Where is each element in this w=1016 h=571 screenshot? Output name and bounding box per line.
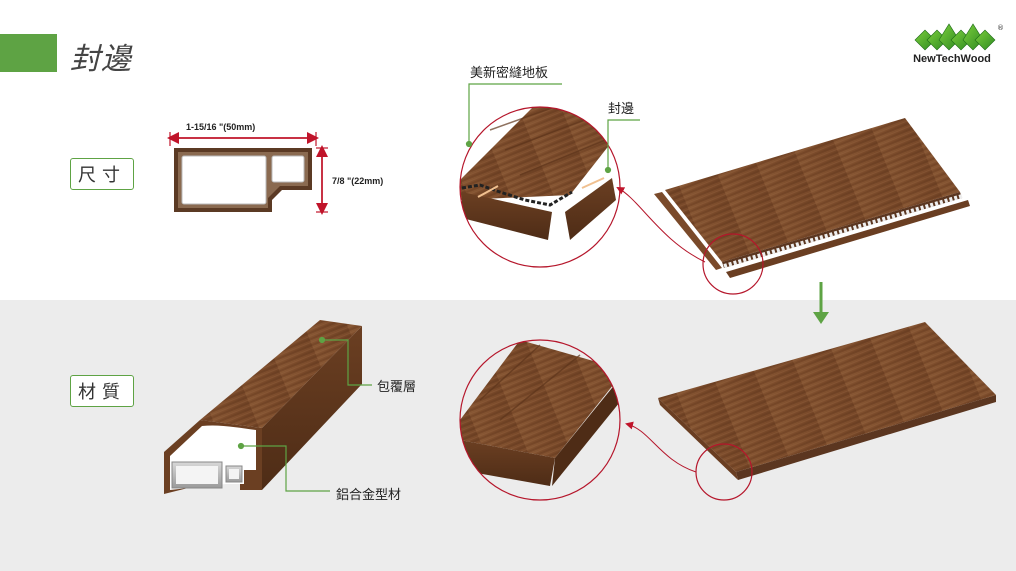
width-dimension-label: 1-15/16 "(50mm) xyxy=(186,122,256,132)
aluminum-profile-label: 鋁合金型材 xyxy=(336,488,402,503)
edge-trim-label: 封邊 xyxy=(608,102,635,117)
height-dimension-label: 7/8 "(22mm) xyxy=(332,176,384,186)
size-badge: 尺寸 xyxy=(70,158,134,190)
edge-trim-3d-model xyxy=(164,320,362,494)
finished-deck xyxy=(658,322,996,480)
profile-cross-section xyxy=(174,148,312,212)
callout-leaders xyxy=(237,83,640,492)
triple-green-diamond-logo-icon: ® xyxy=(914,23,1004,51)
connector-arrow-top xyxy=(616,187,706,263)
material-badge: 材質 xyxy=(70,375,134,407)
down-arrow-icon xyxy=(813,282,829,324)
connector-arrow-bottom xyxy=(625,421,697,473)
highlight-circle-top xyxy=(702,233,764,295)
magnified-view-bottom xyxy=(459,339,621,501)
registered-mark: ® xyxy=(997,24,1004,32)
brand-name: NewTechWood xyxy=(913,53,991,65)
deck-board-label: 美新密縫地板 xyxy=(470,66,549,81)
deck-board-assembly xyxy=(654,118,970,278)
magnified-view-top xyxy=(459,106,621,268)
title-accent-bar xyxy=(0,34,57,72)
dimension-lines xyxy=(167,132,328,215)
brand-logo: ® NewTechWood xyxy=(897,20,1007,70)
cover-layer-label: 包覆層 xyxy=(377,380,417,395)
page-title: 封邊 xyxy=(70,42,132,77)
